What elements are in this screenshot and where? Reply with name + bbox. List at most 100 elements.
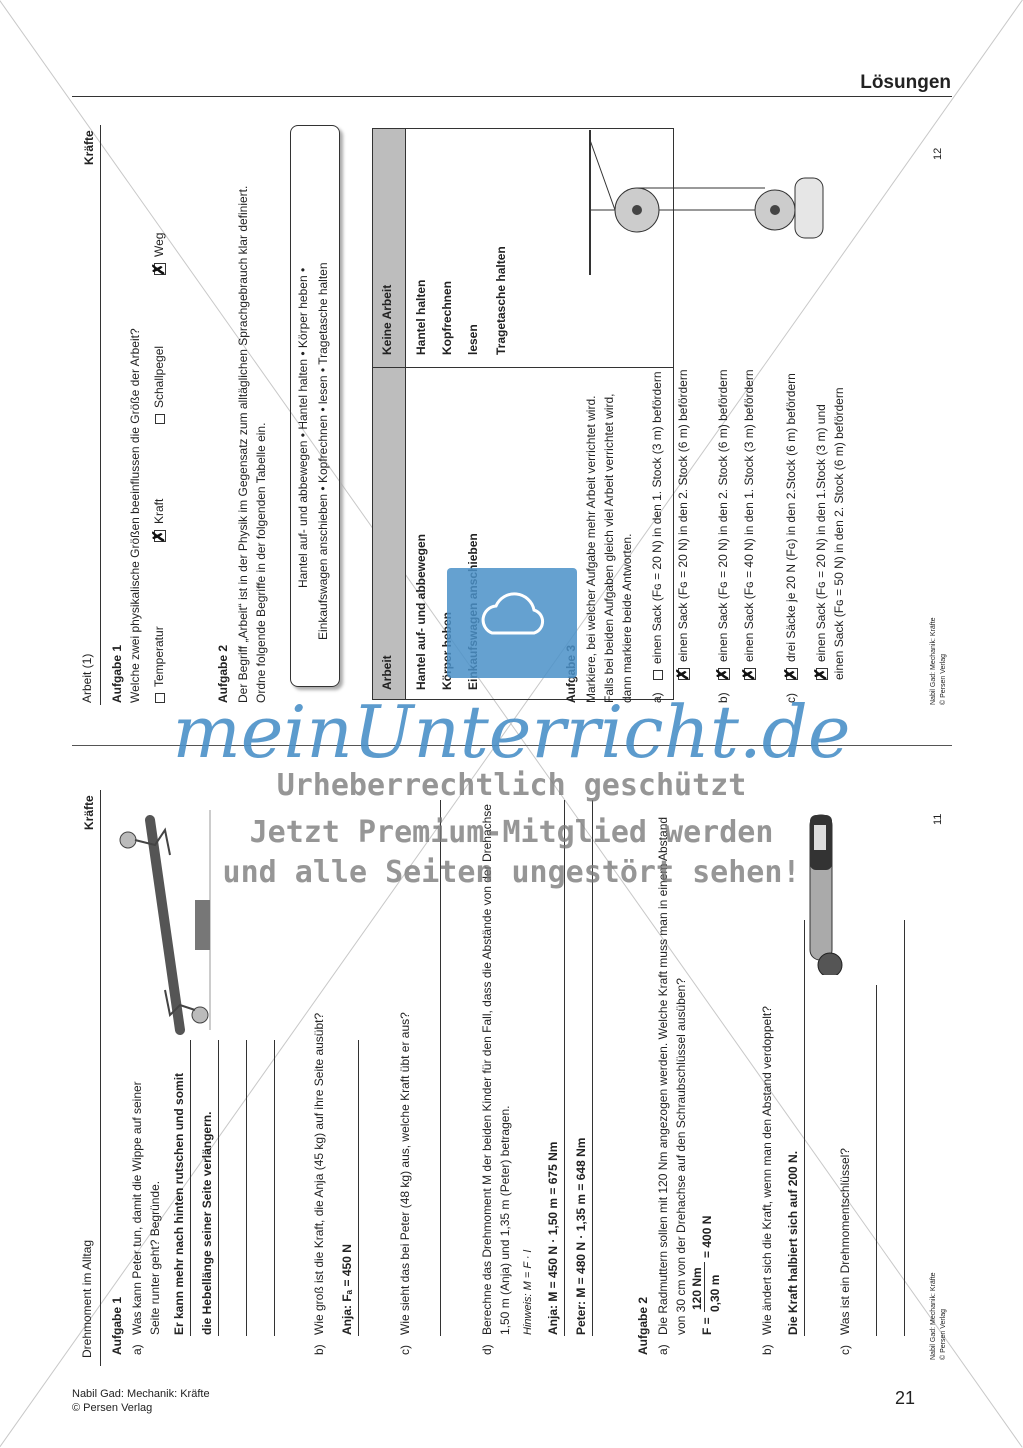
left-a2a-answer-num: 120 Nm [690, 1267, 704, 1310]
fraction-bar [704, 1262, 705, 1312]
left-a1d-answer: Anja: M = 450 N · 1,50 m = 675 Nm [546, 1141, 560, 1335]
left-a1b-answer: Anja: Fₐ = 450 N [340, 1244, 354, 1335]
pulley-illustration [589, 130, 824, 275]
table-header-arbeit: Arbeit [380, 655, 394, 690]
right-page-category: Kräfte [82, 130, 96, 165]
left-a1a-answer: die Hebellänge seiner Seite verlängern. [200, 1111, 214, 1335]
answer-line [804, 920, 805, 1336]
left-a1a-question: Seite runter geht? Begründe. [148, 1180, 162, 1335]
answer-line [246, 1040, 247, 1336]
term-box-line: Einkaufswagen anschieben • Kopfrechnen •… [316, 262, 330, 640]
classification-table [372, 128, 674, 700]
right-page-title-rule [100, 125, 101, 705]
checkbox-checked[interactable] [153, 263, 166, 275]
center-fold-line [72, 745, 952, 746]
table-cell: Kopfrechnen [440, 280, 454, 355]
left-a2c-label: c) [838, 1345, 852, 1355]
left-a1d-answer: Peter: M = 480 N · 1,35 m = 648 Nm [574, 1137, 588, 1335]
left-page-title-rule [100, 790, 101, 1366]
watermark-line: und alle Seiten ungestört sehen! [222, 855, 801, 890]
left-a1c-label: c) [398, 1345, 412, 1355]
right-a3-question: Markiere, bei welcher Aufgabe mehr Arbei… [584, 395, 598, 703]
answer-line [358, 1040, 359, 1336]
cloud-icon [481, 592, 544, 635]
table-cell: Hantel halten [414, 279, 428, 355]
left-a1d-question: 1,50 m (Anja) und 1,35 m (Peter) betrage… [498, 1105, 512, 1335]
right-a2-question: Der Begriff „Arbeit“ ist in der Physik i… [236, 185, 250, 703]
table-column-divider [373, 367, 673, 368]
checkbox-checked[interactable] [815, 668, 828, 680]
left-a2a-answer-rhs: = 400 N [700, 1215, 714, 1258]
table-header-row [373, 129, 406, 699]
watermark-logo [447, 568, 577, 678]
left-a2a-question: Die Radmuttern sollen mit 120 Nm angezog… [656, 816, 670, 1335]
option-a3c-2-cont: einen Sack (Fɢ = 50 N) in den 2. Stock (… [832, 387, 846, 680]
table-cell: Hantel auf- und abbewegen [414, 533, 428, 690]
answer-line [904, 920, 905, 1336]
left-a1d-label: d) [480, 1344, 494, 1355]
term-box [290, 125, 340, 687]
watermark-line: Jetzt Premium-Mitglied werden [249, 815, 774, 850]
term-box-line: Hantel auf- und abbewegen • Hantel halte… [296, 267, 310, 588]
left-a2b-answer: Die Kraft halbiert sich auf 200 N. [786, 1150, 800, 1335]
option-schallpegel[interactable]: Schallpegel [152, 346, 166, 424]
left-a1b-label: b) [312, 1344, 326, 1355]
table-cell: lesen [466, 324, 480, 355]
watermark-brand: meinUnterricht.de [172, 690, 851, 774]
answer-line [190, 1040, 191, 1336]
option-kraft[interactable]: Kraft [152, 499, 166, 542]
left-a1d-hint: Hinweis: M = F · l [522, 1249, 534, 1335]
answer-line [218, 1040, 219, 1336]
left-page-footer: Nabil Gad: Mechanik: Kräfte [930, 1272, 937, 1360]
torque-wrench-illustration [809, 814, 843, 975]
checkbox-unchecked[interactable] [652, 670, 663, 680]
answer-line [876, 985, 877, 1336]
left-page-footer: © Persen Verlag [940, 1308, 947, 1360]
option-a3c-2[interactable]: einen Sack (Fɢ = 20 N) in den 1.Stock (3… [814, 404, 828, 680]
answer-line [274, 1040, 275, 1336]
footer-copyright: © Persen Verlag [72, 1402, 153, 1414]
answer-line [564, 800, 565, 1336]
option-a3b-1[interactable]: einen Sack (Fɢ = 20 N) in den 2. Stock (… [716, 369, 730, 680]
answer-line [592, 800, 593, 1336]
left-a2b-question: Wie ändert sich die Kraft, wenn man den … [760, 1006, 774, 1335]
left-a2a-label: a) [656, 1344, 670, 1355]
checkbox-unchecked[interactable] [154, 414, 165, 424]
left-a1a-label: a) [130, 1344, 144, 1355]
footer-publisher: Nabil Gad: Mechanik: Kräfte [72, 1388, 210, 1400]
right-a1-question: Welche zwei physikalische Größen beeinfl… [128, 328, 142, 703]
left-a2b-label: b) [760, 1344, 774, 1355]
table-header-keine-arbeit: Keine Arbeit [380, 284, 394, 355]
checkbox-checked[interactable] [677, 668, 690, 680]
option-a3b-2[interactable]: einen Sack (Fɢ = 40 N) in den 1. Stock (… [742, 369, 756, 680]
right-a3-question: Falls bei beiden Aufgaben gleich viel Ar… [602, 393, 616, 703]
left-a2a-answer-den: 0,30 m [708, 1274, 722, 1312]
left-a2a-answer-lhs: F = [700, 1317, 714, 1335]
left-a2a-question: von 30 cm von der Drehachse auf den Schr… [674, 978, 688, 1335]
checkbox-checked[interactable] [717, 668, 730, 680]
header-rule [72, 96, 952, 97]
page-header-title: Lösungen [860, 72, 951, 93]
left-a1a-answer: Er kann mehr nach hinten rutschen und so… [172, 1072, 186, 1335]
left-a1a-question: Was kann Peter tun, damit die Wippe auf … [130, 1081, 144, 1335]
left-page-title: Drehmoment im Alltag [80, 1239, 94, 1358]
watermark-line: Urheberrechtlich geschützt [276, 768, 747, 803]
table-cell: Tragetasche halten [494, 246, 508, 355]
left-aufgabe1-heading: Aufgabe 1 [110, 1296, 124, 1355]
right-a3-question: dann markiere beide Antworten. [620, 533, 634, 703]
left-aufgabe2-heading: Aufgabe 2 [636, 1296, 650, 1355]
option-a3c-1[interactable]: drei Säcke je 20 N (Fɢ) in den 2.Stock (… [784, 373, 798, 680]
left-a1c-question: Wie sieht das bei Peter (48 kg) aus, wel… [398, 1012, 412, 1335]
option-a3a-1[interactable]: einen Sack (Fɢ = 20 N) in den 1. Stock (… [650, 371, 664, 680]
left-a2c-question: Was ist ein Drehmomentschlüssel? [838, 1148, 852, 1335]
seesaw-illustration [119, 810, 211, 1035]
option-weg[interactable]: Weg [152, 233, 166, 275]
checkbox-checked[interactable] [153, 530, 166, 542]
page-number: 21 [894, 1388, 915, 1408]
option-a3a-2[interactable]: einen Sack (Fɢ = 20 N) in den 2. Stock (… [676, 369, 690, 680]
right-page-number: 12 [932, 147, 944, 160]
left-a1b-question: Wie groß ist die Kraft, die Anja (45 kg)… [312, 1012, 326, 1335]
right-a2-question: Ordne folgende Begriffe in der folgenden… [254, 422, 268, 703]
checkbox-checked[interactable] [785, 668, 798, 680]
checkbox-checked[interactable] [743, 668, 756, 680]
